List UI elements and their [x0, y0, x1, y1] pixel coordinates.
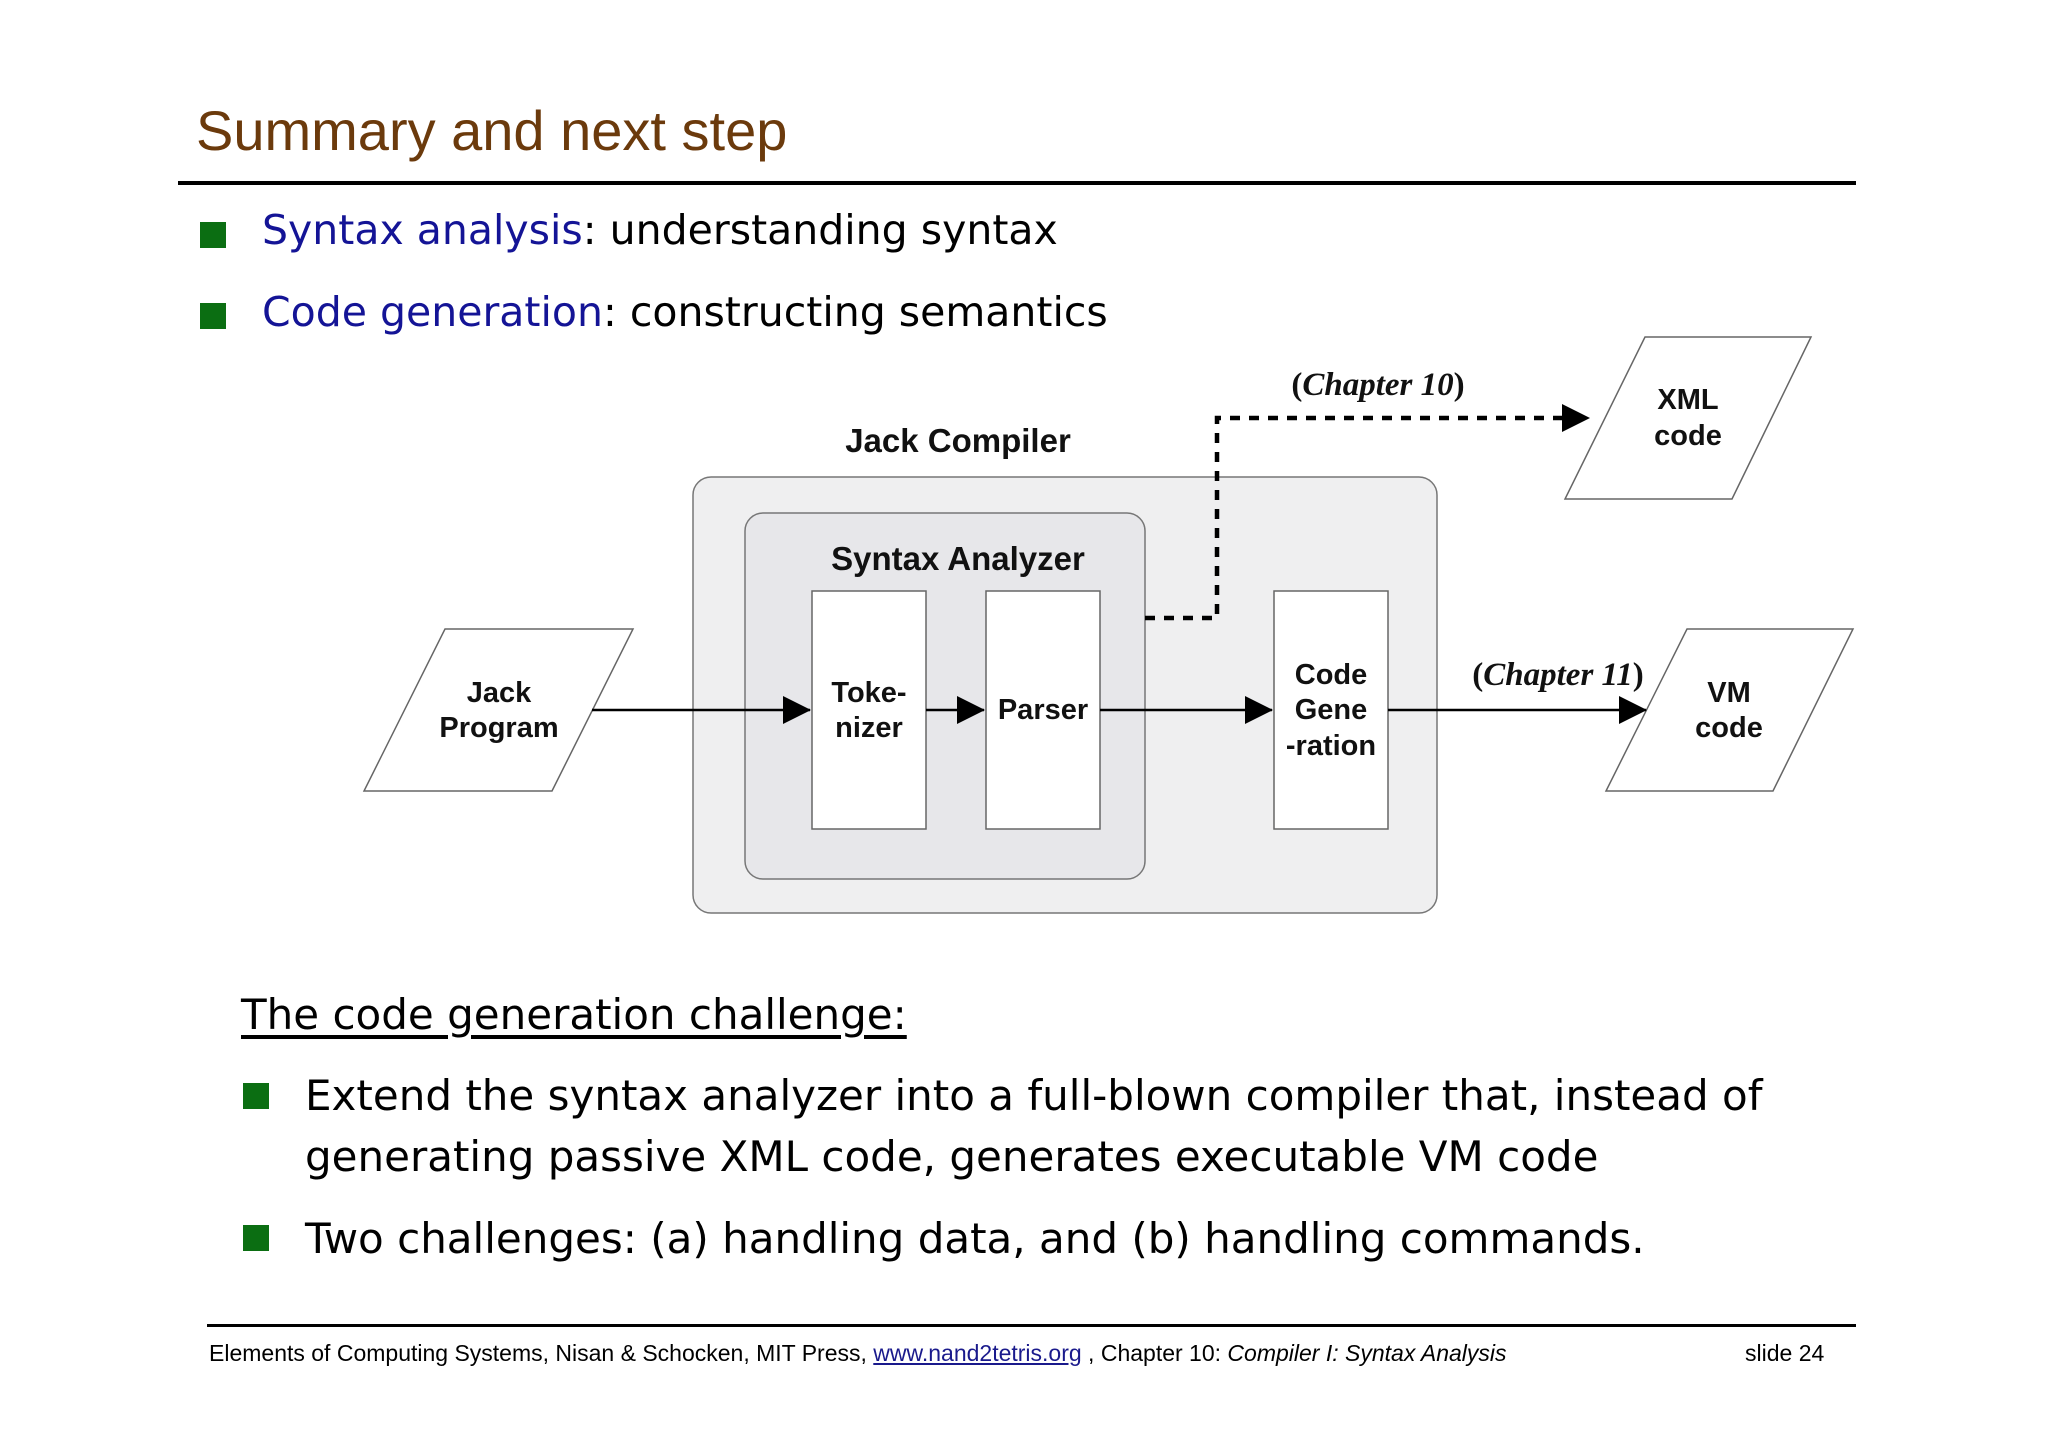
bullet-term: Code generation — [262, 288, 603, 336]
jack-program-shape — [362, 628, 635, 792]
code-generation-label-line3: -ration — [1286, 730, 1376, 762]
footer-citation: Elements of Computing Systems, Nisan & S… — [209, 1340, 1507, 1367]
footer-text: Elements of Computing Systems, Nisan & S… — [209, 1340, 874, 1366]
chapter-11-label: (Chapter 11) — [1472, 657, 1643, 693]
jack-program-label-line2: Program — [439, 712, 558, 744]
bullet-text: : understanding syntax — [582, 206, 1058, 254]
syntax-analyzer-label: Syntax Analyzer — [831, 540, 1085, 577]
vm-code-shape — [1604, 628, 1855, 792]
vm-code-label-line1: VM — [1707, 677, 1751, 709]
bullet-square-icon — [200, 222, 226, 248]
bullet-square-icon — [243, 1083, 269, 1109]
slide-number: slide 24 — [1745, 1340, 1825, 1366]
parser-label: Parser — [998, 694, 1088, 726]
parser-box — [985, 590, 1101, 830]
xml-code-label-line2: code — [1654, 420, 1722, 452]
tokenizer-label-line2: nizer — [835, 712, 903, 744]
dashed-path-to-xml — [1145, 415, 1590, 621]
title-underline — [178, 181, 1856, 185]
tokenizer-box — [811, 590, 927, 830]
bullet-code-generation: Code generation: constructing semantics — [262, 288, 1108, 337]
code-generation-label-line1: Code — [1295, 659, 1368, 691]
footer-chapter-title: Compiler I: Syntax Analysis — [1227, 1340, 1507, 1366]
arrowhead-to-xml — [1562, 404, 1590, 432]
bullet-square-icon — [200, 303, 226, 329]
challenge-item-extend: Extend the syntax analyzer into a full-b… — [305, 1071, 1763, 1181]
code-generation-label-line2: Gene — [1295, 694, 1368, 726]
xml-code-shape — [1563, 336, 1813, 500]
jack-compiler-label: Jack Compiler — [845, 422, 1071, 459]
bullet-syntax-analysis: Syntax analysis: understanding syntax — [262, 206, 1058, 255]
vm-code-label-line2: code — [1695, 712, 1763, 744]
footer-link[interactable]: www.nand2tetris.org — [873, 1340, 1082, 1366]
chapter-10-label: (Chapter 10) — [1291, 367, 1464, 403]
challenge-item-two-challenges: Two challenges: (a) handling data, and (… — [305, 1214, 1645, 1263]
challenge-heading: The code generation challenge: — [241, 990, 907, 1039]
footer-rule — [207, 1324, 1856, 1327]
xml-code-label-line1: XML — [1657, 384, 1718, 416]
jack-program-label-line1: Jack — [467, 677, 532, 709]
bullet-text: : constructing semantics — [602, 288, 1108, 336]
bullet-term: Syntax analysis — [262, 206, 583, 254]
code-generation-box — [1273, 590, 1389, 830]
footer-text-middle: , Chapter 10: — [1081, 1340, 1228, 1366]
tokenizer-label-line1: Toke- — [831, 677, 906, 709]
bullet-square-icon — [243, 1225, 269, 1251]
slide-title: Summary and next step — [196, 99, 788, 162]
